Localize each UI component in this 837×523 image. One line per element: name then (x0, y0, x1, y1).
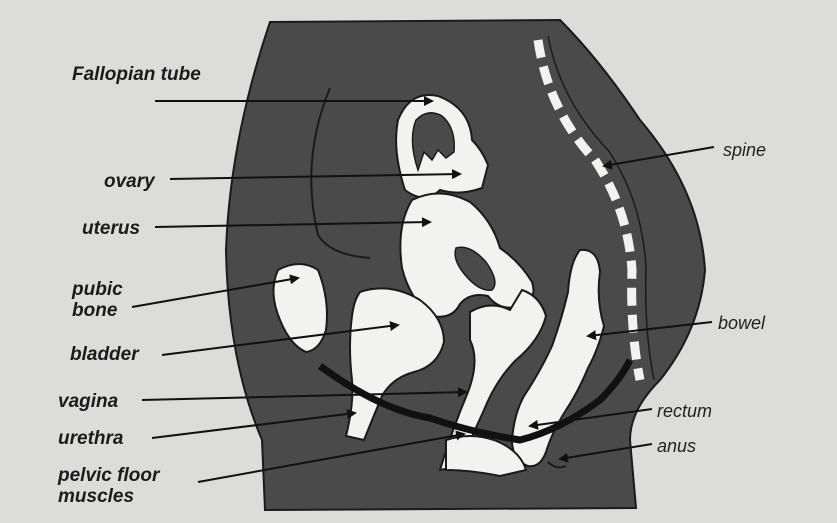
label-ovary: ovary (104, 171, 155, 192)
label-bladder: bladder (70, 344, 139, 365)
label-spine: spine (723, 140, 766, 161)
label-vagina: vagina (58, 391, 118, 412)
label-pelvic-floor-muscles: pelvic floor muscles (58, 465, 198, 507)
label-pubic-bone: pubic bone (72, 279, 132, 321)
label-urethra: urethra (58, 428, 123, 449)
label-rectum: rectum (657, 401, 712, 422)
label-anus: anus (657, 436, 696, 457)
label-uterus: uterus (82, 218, 140, 239)
label-fallopian-tube: Fallopian tube (72, 64, 202, 85)
label-bowel: bowel (718, 313, 765, 334)
